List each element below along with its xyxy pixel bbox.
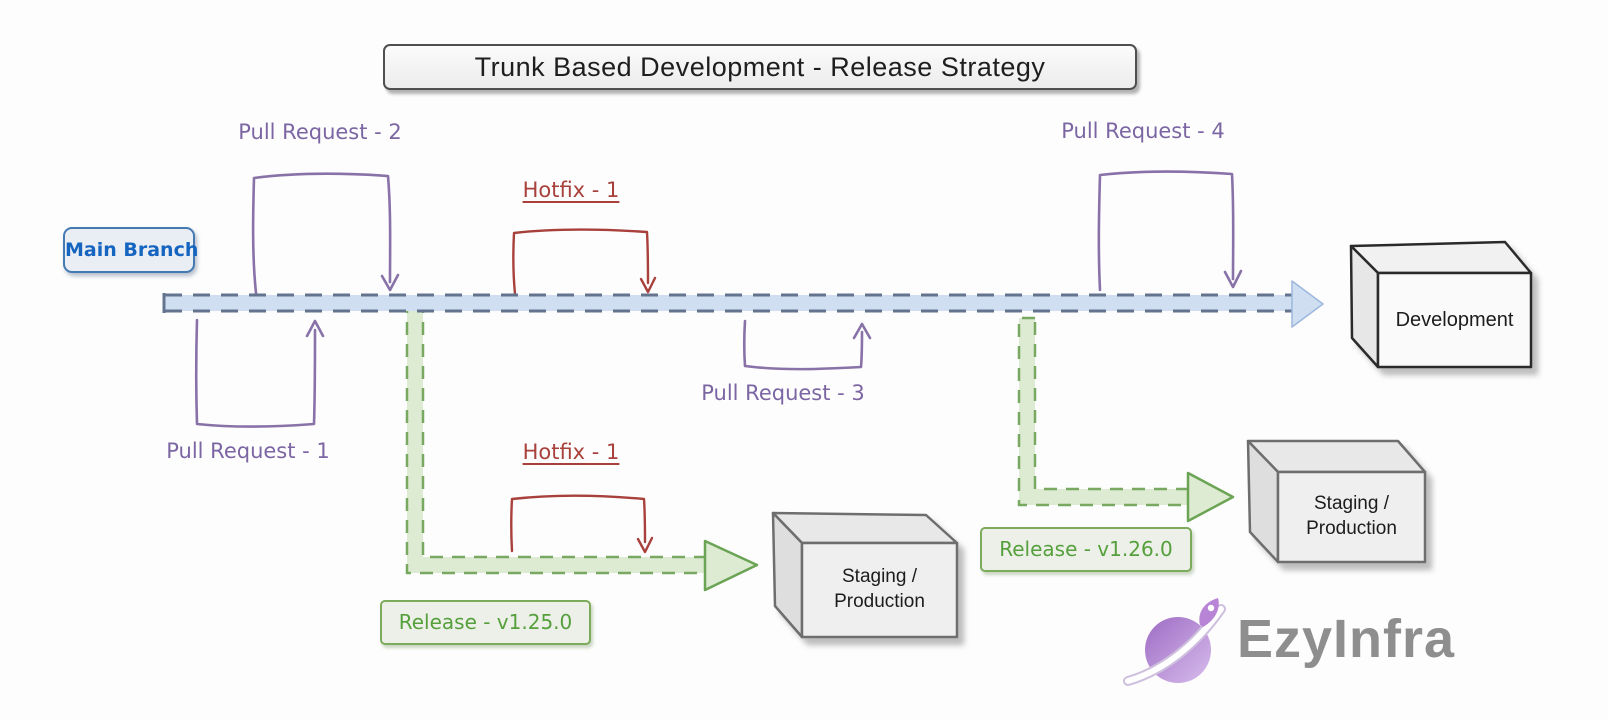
pr3-label: Pull Request - 3 (701, 381, 865, 405)
release-branch-2-arrowhead (1186, 471, 1235, 523)
staging-cube-1 (771, 511, 959, 639)
release-branch-2-band (1019, 318, 1190, 505)
pr2-arrowhead-icon (380, 273, 400, 292)
staging-node-2-label: Staging / Production (1278, 472, 1425, 562)
diagram-title: Trunk Based Development - Release Strate… (383, 44, 1137, 90)
staging-node-2-line1: Staging / (1314, 493, 1389, 515)
pr3-arrowhead-icon (852, 322, 872, 340)
trunk-band (163, 295, 1292, 311)
release-branch-1-arrowhead (703, 539, 759, 592)
development-cube-top (1349, 240, 1533, 275)
release-branch-1-inner-dash (421, 300, 704, 559)
hotfix-trunk-arrowhead-icon (639, 276, 657, 294)
staging-node-1-line1: Staging / (842, 566, 917, 588)
release-branch-1-outer-dash (405, 300, 704, 575)
main-branch-badge: Main Branch (63, 227, 198, 273)
development-node-label: Development (1378, 273, 1531, 367)
staging-cube-1-top (771, 511, 959, 545)
planet-swoosh-inner (1125, 606, 1224, 684)
hotfix-release-arrowhead-icon (636, 536, 654, 554)
staging-cube-2-front (1276, 470, 1427, 564)
release-branch-1-band (407, 300, 707, 573)
brand-wordmark: EzyInfra (1237, 609, 1456, 669)
staging-node-2-line2: Production (1306, 518, 1397, 539)
release-branch-1 (405, 300, 759, 592)
release-branch-2-outer-dash (1017, 316, 1187, 507)
release-branch-2 (1017, 316, 1235, 523)
pr4-loop (1097, 170, 1235, 292)
pr2-label: Pull Request - 2 (238, 120, 402, 144)
pr4-label: Pull Request - 4 (1061, 119, 1225, 143)
staging-cube-2 (1246, 439, 1427, 564)
development-cube (1349, 240, 1533, 369)
planet-rocket-icon (1123, 598, 1226, 686)
pr1-loop (194, 318, 317, 428)
pr1-arrowhead-icon (305, 319, 325, 338)
pr2-loop (251, 172, 392, 295)
development-cube-front (1376, 271, 1533, 369)
hotfix-loops (510, 228, 657, 554)
staging-node-1-line2: Production (834, 591, 925, 612)
hotfix-release-label: Hotfix - 1 (522, 440, 620, 464)
hotfix-trunk-label: Hotfix - 1 (522, 178, 620, 202)
trunk-arrowhead (1291, 280, 1324, 328)
trunk-line (162, 280, 1324, 328)
release-v1-25-badge: Release - v1.25.0 (380, 600, 591, 645)
staging-cube-1-front (800, 541, 959, 639)
development-node-text: Development (1395, 309, 1514, 331)
pull-request-loops (194, 170, 1243, 428)
rocket-body (1199, 598, 1219, 627)
release-v1-26-badge: Release - v1.26.0 (980, 527, 1192, 572)
hotfix-release-loop (510, 494, 647, 553)
pr3-loop (742, 319, 864, 371)
rocket-window (1207, 604, 1215, 612)
release-branch-2-inner-dash (1033, 322, 1187, 491)
staging-node-1-label: Staging / Production (802, 543, 957, 637)
pr1-label: Pull Request - 1 (166, 439, 330, 463)
hotfix-trunk-loop (512, 228, 650, 296)
pr4-arrowhead-icon (1223, 269, 1243, 289)
